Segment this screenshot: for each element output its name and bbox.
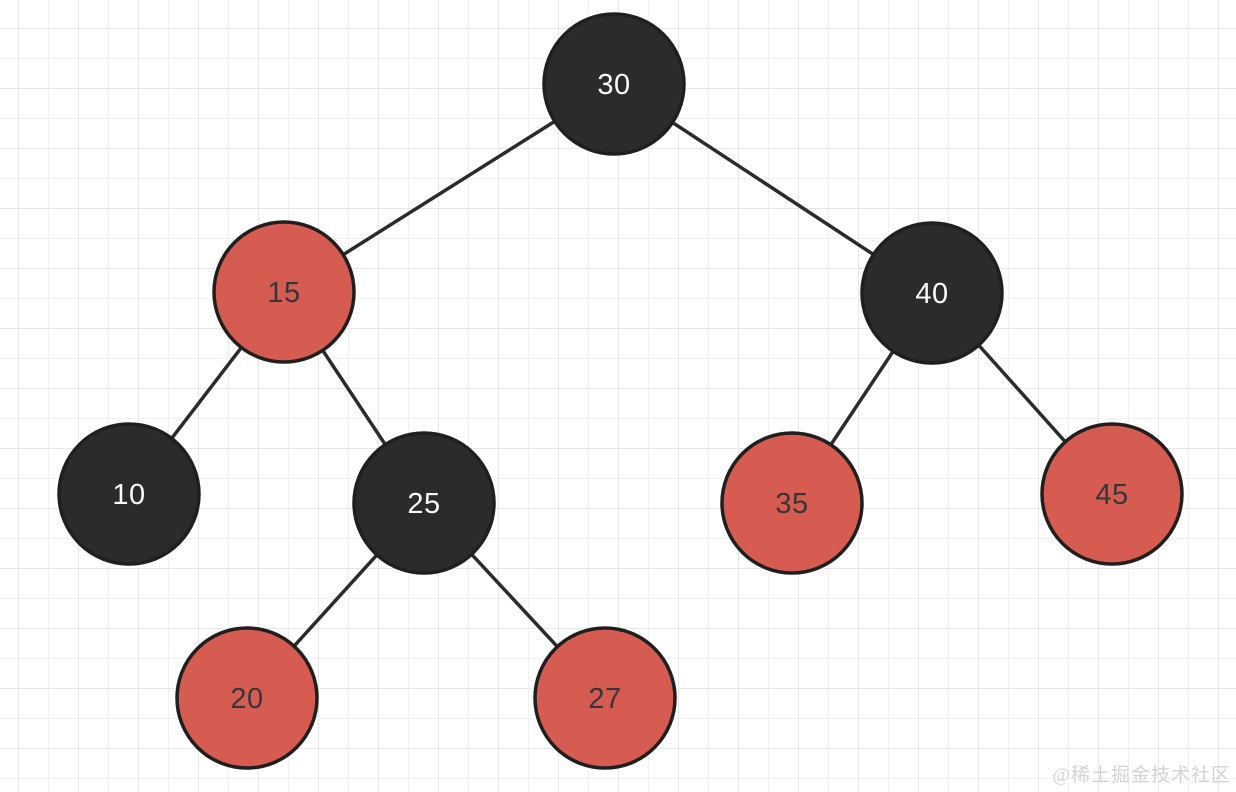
node-label-15: 15: [267, 277, 300, 309]
tree-edges: [127, 82, 1114, 700]
node-circle-27: [533, 626, 677, 770]
node-label-25: 25: [407, 488, 440, 520]
tree-node-40: 40: [860, 221, 1004, 365]
tree-node-20: 20: [175, 626, 319, 770]
node-circle-35: [720, 431, 864, 575]
tree-node-35: 35: [720, 431, 864, 575]
tree-node-25: 25: [352, 431, 496, 575]
node-circle-45: [1040, 422, 1184, 566]
node-circle-40: [860, 221, 1004, 365]
node-circle-25: [352, 431, 496, 575]
node-label-35: 35: [775, 488, 808, 520]
tree-nodes: 30 15 40 10 25 35 45 20 27: [57, 12, 1184, 770]
node-circle-20: [175, 626, 319, 770]
tree-node-45: 45: [1040, 422, 1184, 566]
node-label-27: 27: [588, 683, 621, 715]
tree-node-30: 30: [542, 12, 686, 156]
node-label-45: 45: [1095, 479, 1128, 511]
tree-node-27: 27: [533, 626, 677, 770]
node-circle-10: [57, 422, 201, 566]
tree-node-10: 10: [57, 422, 201, 566]
node-label-40: 40: [915, 278, 948, 310]
node-label-20: 20: [230, 683, 263, 715]
node-label-30: 30: [597, 69, 630, 101]
tree-node-15: 15: [212, 220, 356, 364]
node-circle-30: [542, 12, 686, 156]
node-label-10: 10: [112, 479, 145, 511]
watermark: @稀土掘金技术社区: [1052, 765, 1231, 786]
node-circle-15: [212, 220, 356, 364]
